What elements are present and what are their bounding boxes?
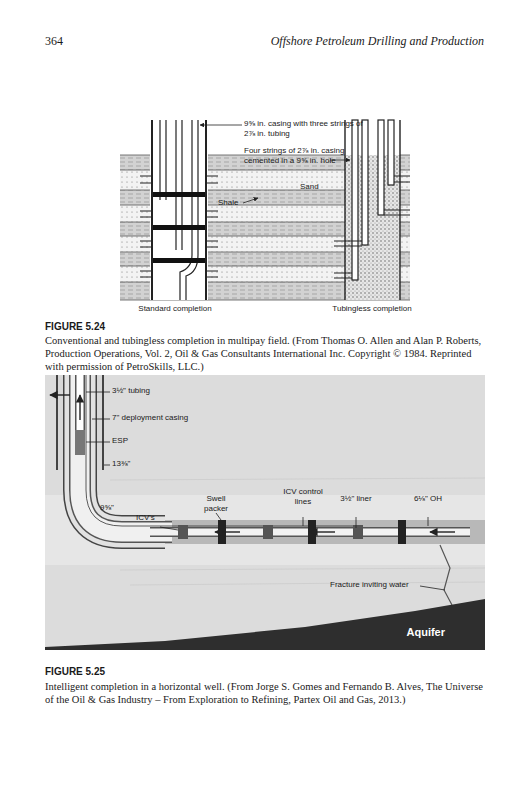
figure-number: FIGURE 5.25 [45, 666, 105, 678]
part-label: 9⅝" [100, 503, 114, 513]
figure-caption: Intelligent completion in a horizontal w… [45, 680, 485, 706]
leader-lines [86, 392, 445, 590]
callout-text: Four strings of 2⅞ in. casing cemented i… [244, 146, 362, 166]
part-label: Swell packer [194, 494, 238, 514]
stratum-label: Sand [300, 182, 319, 192]
figure-number: FIGURE 5.24 [45, 321, 105, 333]
stratum-label: Shale [218, 198, 238, 208]
well-label: Tubingless completion [310, 304, 434, 314]
well-label: Standard completion [120, 304, 230, 314]
part-label: ICV control lines [280, 487, 326, 507]
running-header: Offshore Petroleum Drilling and Producti… [234, 34, 484, 48]
page-number: 364 [45, 34, 63, 48]
aquifer-label: Aquifer [407, 626, 446, 638]
aquifer-shape [45, 595, 485, 650]
standard-well [140, 120, 218, 300]
part-label: 7" deployment casing [112, 413, 188, 423]
horizontal-well [45, 375, 485, 650]
part-label: 6⅛" OH [410, 494, 446, 504]
part-label: 3½" liner [338, 494, 374, 504]
callout-text: 9⅝ in. casing with three strings of 2⅞ i… [244, 119, 372, 139]
part-label: 13⅜" [112, 459, 130, 469]
part-label: Fracture inviting water [330, 580, 409, 590]
part-label: 3½" tubing [112, 386, 150, 396]
tubingless-well [334, 120, 410, 300]
part-label: ICV's [136, 513, 155, 523]
aquifer-band: Aquifer [45, 595, 485, 650]
figure-caption: Conventional and tubingless completion i… [45, 334, 485, 373]
part-label: ESP [112, 436, 128, 446]
